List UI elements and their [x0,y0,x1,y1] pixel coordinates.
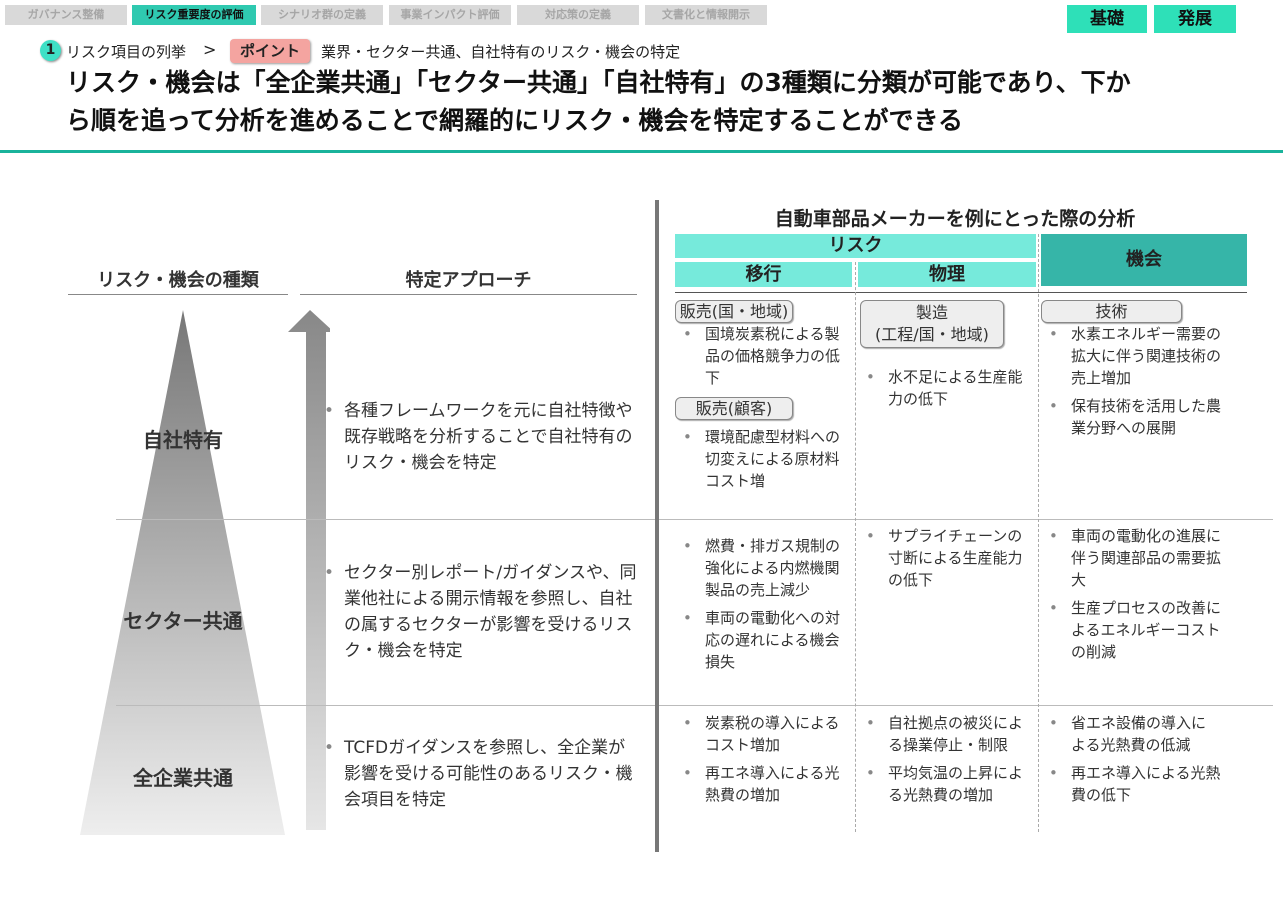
list-item: 炭素税の導入によるコスト増加 [675,712,845,756]
tag-sales-customer: 販売(顧客) [675,397,793,420]
list-item: 水不足による生産能力の低下 [858,366,1036,410]
list-item: 燃費・排ガス規制の強化による内燃機関製品の売上減少 [675,535,845,601]
list-item: 水素エネルギー需要の拡大に伴う関連技術の売上増加 [1041,323,1221,389]
basic-button[interactable]: 基礎 [1067,5,1147,33]
advanced-button[interactable]: 発展 [1154,5,1236,33]
list-item: 省エネ設備の導入による光熱費の低減 [1041,712,1221,756]
approach-header: 特定アプローチ [405,270,532,291]
point-badge: ポイント [230,39,310,63]
cell-common-transition: 炭素税の導入によるコスト増加 再エネ導入による光熱費の増加 [675,712,845,812]
cell-company-opportunity: 技術 水素エネルギー需要の拡大に伴う関連技術の売上増加 保有技術を活用した農業分… [1041,300,1221,445]
cell-sector-physical: サプライチェーンの寸断による生産能力の低下 [858,525,1036,597]
physical-header: 物理 [858,262,1036,287]
list-item: 再エネ導入による光熱費の増加 [675,762,845,806]
page-title: リスク・機会は「全企業共通」「セクター共通」「自社特有」の3種類に分類が可能であ… [66,68,1131,135]
nav-tab-disclosure[interactable]: 文書化と情報開示 [645,5,767,25]
list-item: 平均気温の上昇による光熱費の増加 [858,762,1036,806]
section-divider [655,200,659,852]
row-label-company: 自社特有 [143,428,223,452]
tag-technology: 技術 [1041,300,1182,323]
list-item: 車両の電動化の進展に伴う関連部品の需要拡大 [1041,525,1221,591]
list-item: サプライチェーンの寸断による生産能力の低下 [858,525,1036,591]
list-item: 国境炭素税による製品の価格競争力の低下 [675,323,853,389]
list-item: 自社拠点の被災による操業停止・制限 [858,712,1036,756]
cell-common-physical: 自社拠点の被災による操業停止・制限 平均気温の上昇による光熱費の増加 [858,712,1036,812]
cell-company-transition: 販売(国・地域) 国境炭素税による製品の価格競争力の低下 販売(顧客) 環境配慮… [675,300,853,498]
cell-sector-opportunity: 車両の電動化の進展に伴う関連部品の需要拡大 生産プロセスの改善によるエネルギーコ… [1041,525,1221,669]
approach-sector: セクター別レポート/ガイダンスや、同業他社による開示情報を参照し、自社の属するセ… [322,560,642,664]
risk-header: リスク [675,234,1036,258]
row-label-common: 全企業共通 [133,766,233,790]
cell-sector-transition: 燃費・排ガス規制の強化による内燃機関製品の売上減少 車両の電動化への対応の遅れに… [675,535,845,679]
list-item: 保有技術を活用した農業分野への展開 [1041,395,1221,439]
nav-tab-scenario[interactable]: シナリオ群の定義 [261,5,383,25]
list-item: 再エネ導入による光熱費の低下 [1041,762,1221,806]
row-label-sector: セクター共通 [123,609,243,633]
breadcrumb-step: リスク項目の列挙 [66,43,187,61]
cell-company-physical: 製造(工程/国・地域) 水不足による生産能力の低下 [858,300,1036,416]
nav-tab-business-impact[interactable]: 事業インパクト評価 [389,5,511,25]
opportunity-header: 機会 [1041,234,1247,286]
analysis-title: 自動車部品メーカーを例にとった際の分析 [774,208,1136,230]
point-text: 業界・セクター共通、自社特有のリスク・機会の特定 [321,43,681,61]
pyramid-graphic [80,310,330,835]
types-header: リスク・機会の種類 [97,270,259,291]
cell-common-opportunity: 省エネ設備の導入による光熱費の低減 再エネ導入による光熱費の低下 [1041,712,1221,812]
nav-tab-countermeasures[interactable]: 対応策の定義 [517,5,639,25]
nav-tab-governance[interactable]: ガバナンス整備 [5,5,127,25]
up-arrow-icon [288,310,330,830]
tag-manufacturing: 製造(工程/国・地域) [860,300,1004,348]
nav-tab-risk-evaluation[interactable]: リスク重要度の評価 [132,5,256,25]
list-item: 環境配慮型材料への切変えによる原材料コスト増 [675,426,853,492]
step-number-badge: 1 [40,40,61,61]
pyramid-triangle [80,310,285,835]
transition-header: 移行 [675,262,852,287]
breadcrumb-separator: > [203,40,217,59]
tag-sales-region: 販売(国・地域) [675,300,793,323]
list-item: 車両の電動化への対応の遅れによる機会損失 [675,607,845,673]
approach-common: TCFDガイダンスを参照し、全企業が影響を受ける可能性のあるリスク・機会項目を特… [322,735,642,813]
approach-company: 各種フレームワークを元に自社特徴や既存戦略を分析することで自社特有のリスク・機会… [322,398,642,476]
list-item: 生産プロセスの改善によるエネルギーコストの削減 [1041,597,1221,663]
title-divider [0,150,1283,153]
